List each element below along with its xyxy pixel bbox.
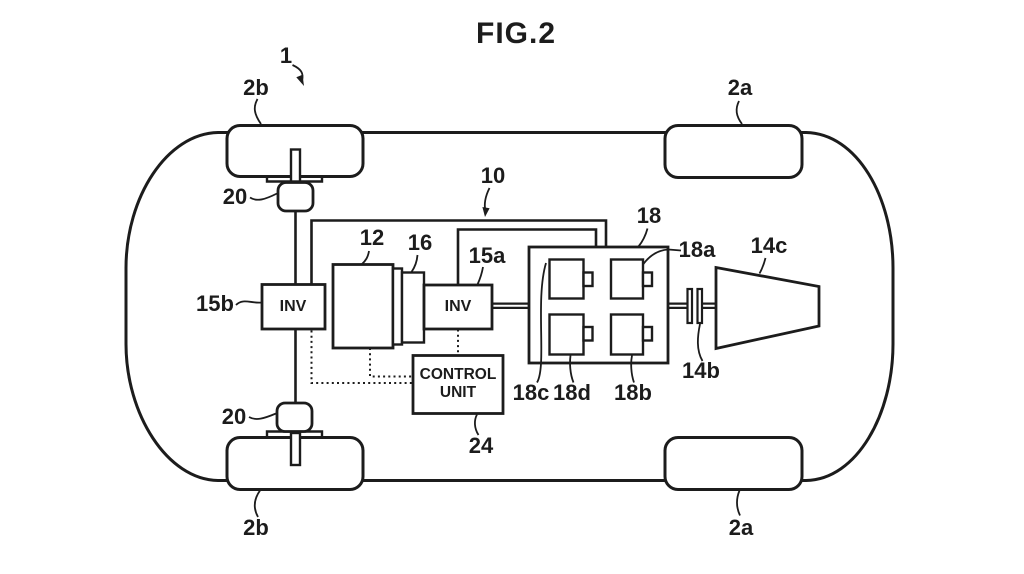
- leader-2a-bottom: [736, 490, 741, 516]
- ref-label-16: 16: [407, 230, 433, 255]
- gear-18c-tab: [582, 271, 594, 288]
- in-wheel-motor-20-bottom: [275, 401, 314, 433]
- arrowhead-1: [296, 74, 304, 86]
- ref-label-1: 1: [279, 43, 293, 68]
- axle-stub-top: [289, 148, 302, 183]
- ref-label-18d: 18d: [553, 380, 591, 405]
- leader-2a-top: [735, 100, 743, 125]
- wheel-2a-bottom: [663, 436, 804, 491]
- leader-18a: [642, 248, 682, 266]
- coupling-bar-right: [696, 287, 704, 325]
- leader-20-bottom: [248, 412, 277, 420]
- ref-label-14b: 14b: [682, 358, 720, 383]
- ref-label-10: 10: [480, 163, 506, 188]
- leader-24: [474, 414, 480, 436]
- gear-18a-box: [609, 258, 645, 300]
- ref-label-18b: 18b: [614, 380, 652, 405]
- gear-18a-tab: [641, 271, 654, 288]
- ref-label-18c: 18c: [512, 380, 550, 405]
- figure-title: FIG.2: [475, 17, 557, 50]
- ref-label-2a-top: 2a: [727, 75, 753, 100]
- gear-18b-tab: [641, 325, 654, 342]
- ref-label-20-top: 20: [222, 184, 248, 209]
- ref-label-15b: 15b: [196, 291, 234, 316]
- motor-flange: [391, 267, 404, 346]
- signal-line-inv-left: [310, 330, 413, 384]
- power-line-inner: [456, 228, 598, 287]
- arrowhead-10: [482, 207, 490, 217]
- differential-cone-14c: [714, 265, 821, 351]
- ref-label-24: 24: [468, 433, 494, 458]
- leader-15a: [476, 266, 484, 285]
- power-line-outer-10: [310, 219, 608, 286]
- leader-14b: [696, 323, 704, 362]
- leader-18: [637, 228, 649, 248]
- axle-stub-bottom: [289, 431, 302, 467]
- leader-18b: [630, 355, 635, 383]
- inverter-left-box-15b: [260, 283, 327, 331]
- leader-16: [410, 254, 419, 273]
- coupler-box-16: [400, 271, 426, 344]
- ref-label-18a: 18a: [678, 237, 716, 262]
- gear-18b-box: [609, 313, 645, 356]
- inverter-right-label: INV: [444, 298, 472, 315]
- leader-14c: [758, 257, 767, 274]
- ref-label-14c: 14c: [750, 233, 788, 258]
- in-wheel-motor-20-top: [276, 181, 315, 213]
- leader-12: [360, 250, 370, 266]
- ref-label-20-bottom: 20: [221, 404, 247, 429]
- ref-label-2a-bottom: 2a: [728, 515, 754, 540]
- ref-label-15a: 15a: [468, 243, 506, 268]
- leader-18d: [569, 355, 575, 383]
- leader-18c: [536, 262, 547, 383]
- inverter-left-label: INV: [279, 298, 307, 315]
- control-unit-box-24: [411, 354, 505, 415]
- ref-label-18: 18: [636, 203, 662, 228]
- ref-label-2b-bottom: 2b: [243, 515, 269, 540]
- drive-shaft-lines: [492, 302, 716, 309]
- leader-lines: [235, 64, 767, 518]
- leader-2b-top: [253, 98, 262, 125]
- control-unit-label: CONTROL UNIT: [419, 366, 497, 401]
- leader-20-top: [249, 192, 278, 201]
- gear-18d-box: [548, 313, 585, 356]
- leader-15b: [235, 300, 262, 306]
- ref-label-12: 12: [359, 225, 385, 250]
- ref-label-2b-top: 2b: [243, 75, 269, 100]
- gear-18d-tab: [582, 325, 594, 342]
- coupling-bar-left: [686, 287, 694, 325]
- gear-units: [548, 258, 654, 356]
- motor-box-12: [331, 263, 395, 350]
- wheel-2a-top: [663, 124, 804, 179]
- leader-2b-bottom: [253, 489, 261, 518]
- gear-18c-box: [548, 258, 585, 300]
